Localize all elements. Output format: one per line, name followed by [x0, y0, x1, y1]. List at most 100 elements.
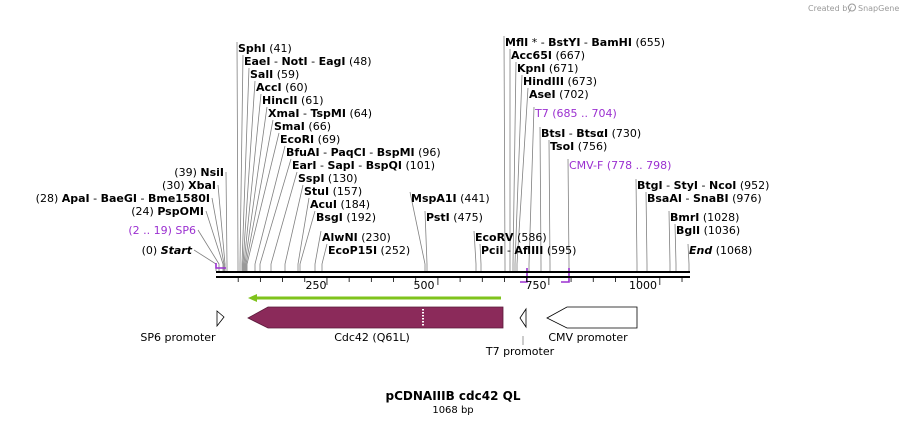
site-labels: SphI (41)EaeI - NotI - EagI (48)SalI (59… — [36, 36, 770, 257]
site-label: BglI (1036) — [676, 224, 740, 237]
site-label: BfuAI - PaqCI - BspMI (96) — [286, 146, 441, 159]
tick-label-1000: 1000 — [629, 279, 657, 292]
site-label: BsaAI - SnaBI (976) — [647, 192, 762, 205]
t7-promoter-arrow — [519, 307, 527, 329]
tick-label-250: 250 — [306, 279, 327, 292]
site-leader-line — [528, 106, 535, 271]
cdc42-feature-arrow — [247, 306, 504, 329]
site-leader-line — [241, 67, 250, 271]
site-label: (0) Start — [142, 244, 193, 257]
site-leader-line — [503, 35, 506, 271]
site-leader-lines — [193, 35, 690, 271]
site-leader-line — [645, 191, 648, 271]
site-label: BtgI - StyI - NcoI (952) — [637, 179, 769, 192]
cdc42-label: Cdc42 (Q61L) — [334, 331, 410, 344]
site-label: AlwNI (230) — [322, 231, 391, 244]
sequence-backbone: 250 500 750 1000 — [216, 271, 690, 292]
site-label: BmrI (1028) — [670, 211, 739, 224]
site-leader-line — [687, 243, 690, 271]
site-leader-line — [668, 210, 671, 271]
sp6-promoter-label: SP6 promoter — [140, 331, 216, 344]
site-leader-line — [321, 243, 328, 271]
site-label: StuI (157) — [304, 185, 362, 198]
tick-label-500: 500 — [414, 279, 435, 292]
ruler-ticks — [237, 278, 683, 285]
site-leader-line — [512, 61, 517, 271]
features: SP6 promoter Cdc42 (Q61L) T7 promoter CM… — [140, 306, 638, 358]
site-leader-line — [479, 243, 482, 271]
site-label: PciI - AflIII (595) — [481, 244, 576, 257]
site-label: EarI - SapI - BspQI (101) — [292, 159, 435, 172]
site-leader-line — [635, 178, 638, 271]
site-label: (24) PspOMI — [131, 205, 204, 218]
site-leader-line — [297, 197, 310, 271]
site-label: XmaI - TspMI (64) — [268, 107, 372, 120]
site-leader-line — [539, 126, 542, 271]
site-label: AccI (60) — [256, 81, 308, 94]
site-label: TsoI (756) — [550, 140, 607, 153]
site-leader-line — [259, 158, 292, 271]
site-label: SalI (59) — [250, 68, 299, 81]
site-leader-line — [409, 191, 426, 271]
orf-arrowhead — [248, 294, 257, 302]
cmv-promoter-label: CMV promoter — [548, 331, 628, 344]
site-leader-line — [242, 80, 256, 271]
site-label: T7 (685 .. 704) — [534, 107, 617, 120]
site-leader-line — [245, 119, 274, 271]
tick-label-750: 750 — [526, 279, 547, 292]
plasmid-title: pCDNAIIIB cdc42 QL — [386, 389, 521, 403]
site-label: PstI (475) — [426, 211, 483, 224]
site-label: BtsI - BtsαI (730) — [541, 127, 641, 140]
site-label: End (1068) — [689, 244, 752, 257]
site-leader-line — [674, 223, 677, 271]
site-label: Acc65I (667) — [511, 49, 585, 62]
orf-indicator — [248, 294, 501, 302]
site-label: BsgI (192) — [316, 211, 376, 224]
site-label: EaeI - NotI - EagI (48) — [244, 55, 372, 68]
snapgene-credit: Created by SnapGene — [808, 3, 899, 13]
site-leader-line — [516, 87, 529, 271]
site-leader-line — [424, 210, 428, 271]
site-label: (39) NsiI — [174, 166, 224, 179]
site-leader-line — [236, 41, 239, 271]
site-leader-line — [299, 210, 316, 271]
site-leader-line — [314, 230, 322, 271]
sp6-primer-mark — [215, 263, 226, 269]
site-leader-line — [243, 93, 262, 271]
brand-text: SnapGene — [858, 4, 899, 13]
site-leader-line — [270, 171, 298, 271]
site-leader-line — [548, 139, 551, 271]
site-label: KpnI (671) — [517, 62, 578, 75]
site-label: AcuI (184) — [310, 198, 370, 211]
site-leader-line — [246, 132, 280, 271]
site-leader-line — [205, 210, 224, 271]
site-label: MspA1I (441) — [411, 192, 490, 205]
site-leader-line — [244, 106, 268, 271]
site-leader-line — [473, 230, 477, 271]
cmv-f-primer-mark — [561, 268, 570, 283]
site-label: (2 .. 19) SP6 — [128, 224, 196, 237]
sp6-promoter-arrow — [216, 310, 225, 328]
site-label: AseI (702) — [529, 88, 589, 101]
site-leader-line — [225, 171, 228, 271]
site-label: SphI (41) — [238, 42, 292, 55]
credit-text: Created by — [808, 4, 852, 13]
site-label: MflI * - BstYI - BamHI (655) — [505, 36, 665, 49]
site-label: EcoP15I (252) — [328, 244, 410, 257]
site-label: SmaI (66) — [274, 120, 331, 133]
site-label: EcoRV (586) — [475, 231, 547, 244]
plasmid-length: 1068 bp — [432, 405, 473, 416]
site-label: HindIII (673) — [523, 75, 597, 88]
site-label: HincII (61) — [262, 94, 324, 107]
site-leader-line — [239, 54, 244, 271]
site-label: EcoRI (69) — [280, 133, 340, 146]
site-leader-line — [284, 184, 304, 271]
site-leader-line — [514, 74, 523, 271]
site-label: (28) ApaI - BaeGI - Bme1580I — [36, 192, 210, 205]
t7-promoter-label: T7 promoter — [485, 345, 555, 358]
cmv-promoter-arrow — [546, 306, 638, 329]
site-label: SspI (130) — [298, 172, 358, 185]
site-label: (30) XbaI — [162, 179, 216, 192]
site-label: CMV-F (778 .. 798) — [569, 159, 671, 172]
snapgene-logo-icon — [848, 3, 856, 12]
